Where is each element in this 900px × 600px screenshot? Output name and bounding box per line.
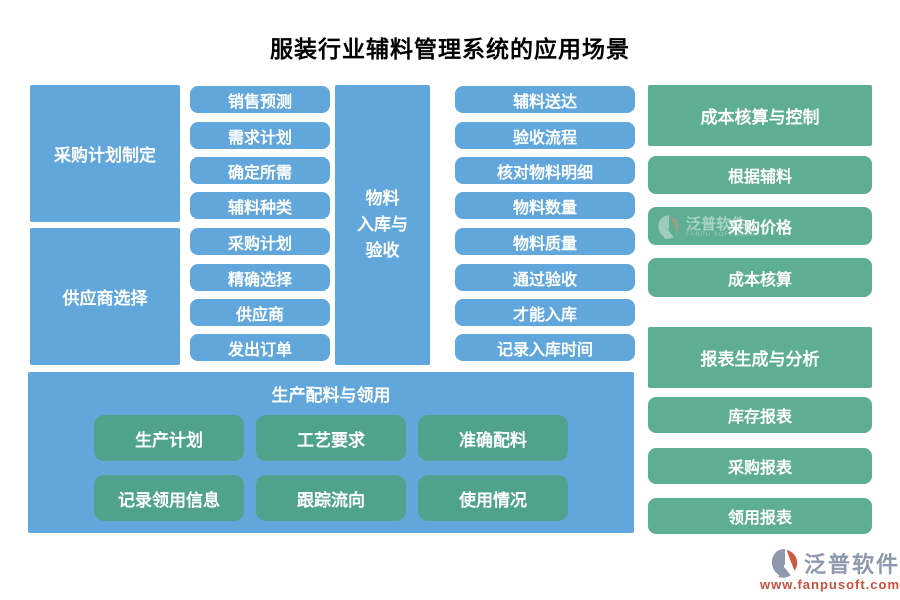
section-cost-accounting-control: 成本核算与控制: [648, 85, 872, 146]
flow-node: 物料质量: [455, 228, 635, 255]
flow-node: 采购计划: [190, 228, 330, 255]
flow-node: 核对物料明细: [455, 157, 635, 184]
flow-node: 领用报表: [648, 498, 872, 534]
flow-node: 辅料种类: [190, 192, 330, 219]
flow-node: 成本核算: [648, 258, 872, 297]
warehouse-line: 物料: [365, 189, 400, 208]
fanpu-logo: 泛普软件 www.fanpusoft.com: [760, 547, 900, 592]
flow-node: 生产计划: [94, 415, 244, 461]
flow-node: 物料数量: [455, 192, 635, 219]
flow-node: 辅料送达: [455, 86, 635, 113]
fanpu-logo-icon: [771, 548, 798, 578]
section-report-generation-analysis: 报表生成与分析: [648, 327, 872, 388]
flow-node: 准确配料: [418, 415, 568, 461]
section-supplier-selection: 供应商选择: [30, 228, 180, 365]
flow-node: 跟踪流向: [256, 475, 406, 521]
flow-node: 发出订单: [190, 334, 330, 361]
flow-node: 采购报表: [648, 448, 872, 484]
flow-node: 工艺要求: [256, 415, 406, 461]
flow-node: 采购价格: [648, 207, 872, 245]
logo-url: www.fanpusoft.com: [760, 577, 900, 592]
warehouse-line: 验收: [365, 241, 400, 260]
flow-node: 记录入库时间: [455, 334, 635, 361]
flow-node: 库存报表: [648, 397, 872, 433]
flow-node: 销售预测: [190, 86, 330, 113]
flow-node: 根据辅料: [648, 156, 872, 194]
page-title: 服装行业辅料管理系统的应用场景: [270, 36, 630, 62]
flow-node: 记录领用信息: [94, 475, 244, 521]
warehouse-line: 入库与: [357, 215, 408, 234]
flow-node: 才能入库: [455, 299, 635, 326]
flow-node: 使用情况: [418, 475, 568, 521]
flow-node: 确定所需: [190, 157, 330, 184]
flow-node: 精确选择: [190, 264, 330, 291]
flow-node: 供应商: [190, 299, 330, 326]
flow-node: 需求计划: [190, 122, 330, 149]
bottom-section-header: 生产配料与领用: [271, 386, 391, 405]
flow-node: 通过验收: [455, 264, 635, 291]
section-procurement-plan: 采购计划制定: [30, 85, 180, 222]
section-material-inbound-inspection: 物料 入库与 验收: [335, 85, 430, 365]
section-production-batching: 生产配料与领用 生产计划 工艺要求 准确配料 记录领用信息 跟踪流向 使用情况: [28, 372, 634, 533]
logo-name: 泛普软件: [804, 552, 900, 577]
flow-node: 验收流程: [455, 122, 635, 149]
